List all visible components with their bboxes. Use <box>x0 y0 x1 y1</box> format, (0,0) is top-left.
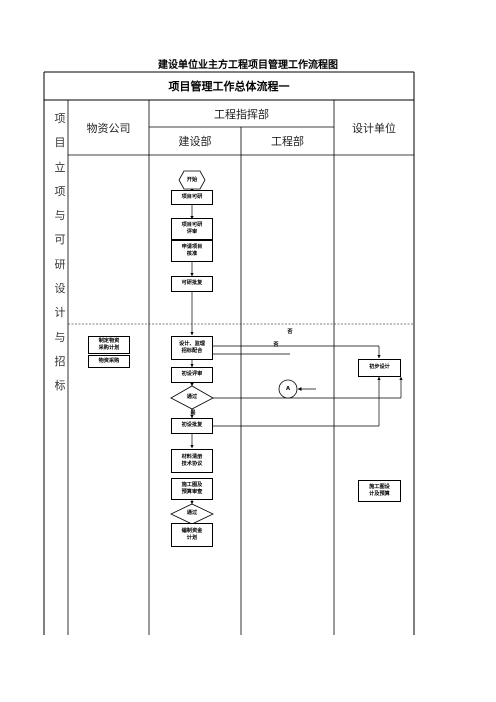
feasibility-review-node: 项目可研 评审 <box>171 218 213 240</box>
material-spec-node: 材料清册 技术协议 <box>171 449 213 473</box>
feasibility-approval-node: 可研批复 <box>171 276 213 292</box>
phase-label: 项目立项与可研设计与招标 <box>54 112 66 393</box>
drawing-review-node: 施工图及 预算审查 <box>171 478 213 500</box>
edge-label-yes-1: 是 <box>190 410 196 416</box>
document-title: 建设单位业主方工程项目管理工作流程图 <box>158 60 338 71</box>
column-header-command: 工程指挥部 <box>214 108 269 121</box>
feasibility-node: 项目可研 <box>171 190 213 205</box>
start-node: 开始 <box>186 177 198 183</box>
edge-label-no-2: 否 <box>273 342 279 348</box>
apply-approval-node: 申请项目 核准 <box>171 240 213 262</box>
preliminary-review-node: 初设评审 <box>171 367 213 383</box>
material-purchase-node: 物资采购 <box>88 355 130 368</box>
flowchart-frame <box>43 71 415 635</box>
preliminary-design-node: 初步设计 <box>358 359 401 377</box>
column-header-construction: 建设部 <box>178 135 212 148</box>
edge-label-no-1: 否 <box>287 329 293 335</box>
column-header-engineering: 工程部 <box>271 135 304 148</box>
column-header-design: 设计单位 <box>352 122 396 135</box>
decision-pass-1: 通过 <box>186 394 198 400</box>
material-plan-node: 制定物资 采购计划 <box>88 336 130 354</box>
construction-drawing-node: 施工图设 计及预算 <box>358 480 401 502</box>
design-tender-node: 设计、监理 招标配合 <box>171 336 213 360</box>
decision-pass-2: 通过 <box>186 510 198 516</box>
column-header-materials: 物资公司 <box>86 122 131 135</box>
flow-title: 项目管理工作总体流程一 <box>168 80 290 93</box>
preliminary-approval-node: 初设批复 <box>171 418 213 434</box>
fund-plan-node: 编制资金 计划 <box>171 523 213 547</box>
connector-a: A <box>285 386 290 392</box>
